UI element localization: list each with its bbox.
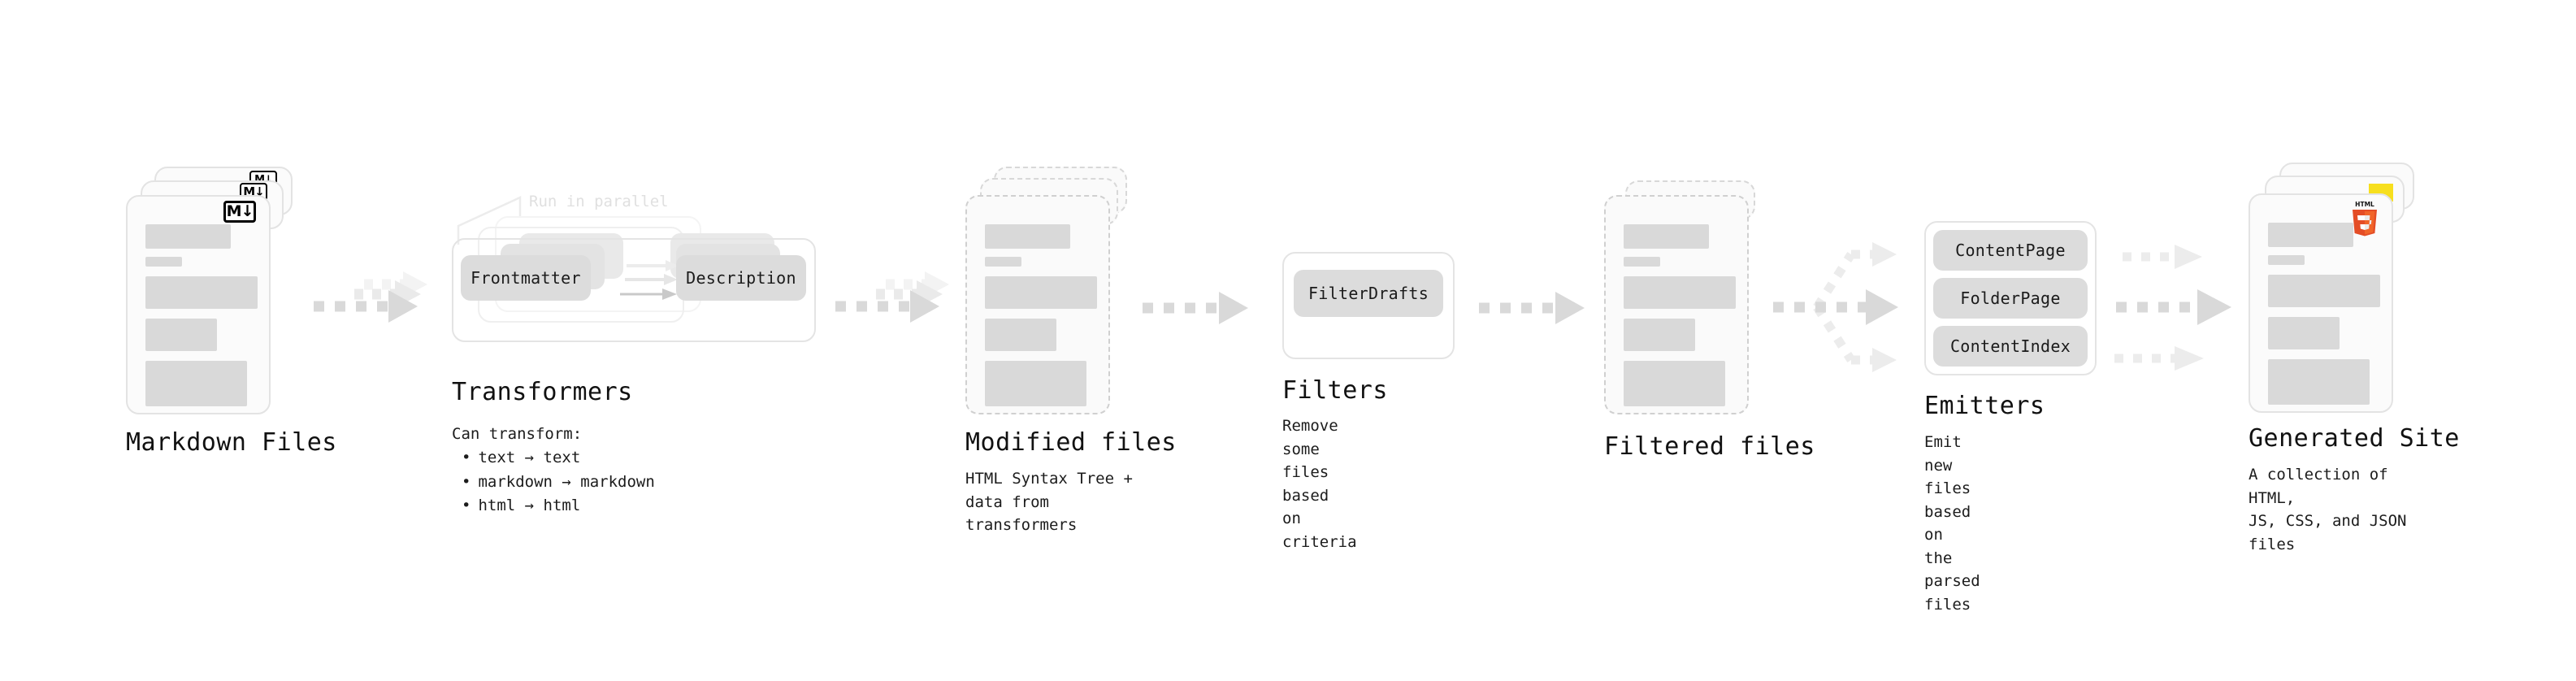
skeleton-row	[145, 257, 182, 267]
arrow-md-to-transformers	[307, 268, 437, 341]
svg-text:HTML: HTML	[2355, 201, 2374, 208]
transformers-bullet-2: markdown → markdown	[462, 471, 654, 494]
stage-filtered-files: Filtered files	[1604, 180, 1815, 461]
transformers-caption: Can transform: text → text markdown → ma…	[452, 423, 655, 518]
markdown-file-stack: M↓ M↓ M↓	[126, 167, 297, 419]
run-in-parallel-bracket	[457, 196, 522, 245]
emitter-pill-folderpage[interactable]: FolderPage	[1933, 278, 2088, 319]
skeleton-row	[985, 276, 1097, 309]
transformer-pill-frontmatter[interactable]: Frontmatter	[461, 255, 591, 301]
modified-files-caption: HTML Syntax Tree + data from transformer…	[965, 470, 1133, 534]
transformer-pill-description[interactable]: Description	[676, 255, 806, 301]
modified-skeleton-rows	[985, 224, 1097, 413]
stage-generated-site: CSS	[2249, 163, 2459, 553]
skeleton-row	[145, 276, 258, 309]
arrow-filters-to-filtered	[1474, 286, 1604, 331]
emitter-pill-contentindex[interactable]: ContentIndex	[1933, 326, 2088, 367]
markdown-skeleton-rows	[145, 224, 258, 413]
generated-site-stack: CSS	[2249, 163, 2427, 414]
skeleton-row	[145, 224, 231, 249]
site-sheet-front	[2249, 193, 2393, 413]
skeleton-row	[1624, 224, 1709, 249]
skeleton-row	[2268, 317, 2340, 349]
stage-title-transformers: Transformers	[452, 378, 633, 406]
skeleton-row	[145, 319, 217, 351]
stage-title-emitters: Emitters	[1924, 392, 2045, 420]
generated-site-caption: A collection of HTML, JS, CSS, and JSON …	[2249, 466, 2407, 553]
skeleton-row	[2268, 223, 2353, 247]
emitters-caption: Emit new files based on the parsed files	[1924, 433, 1980, 614]
skeleton-row	[1624, 257, 1660, 267]
arrow-filtered-to-emitters	[1770, 226, 1924, 388]
stage-title-filtered-files: Filtered files	[1604, 432, 1815, 461]
skeleton-row	[985, 319, 1056, 351]
transformers-box	[452, 238, 816, 342]
modified-sheet-front	[965, 195, 1110, 414]
filtered-skeleton-rows	[1624, 224, 1736, 413]
skeleton-row	[2268, 359, 2370, 405]
run-in-parallel-label: Run in parallel	[529, 193, 669, 210]
skeleton-row	[145, 361, 247, 406]
stage-title-generated-site: Generated Site	[2249, 424, 2460, 453]
site-skeleton-rows	[2268, 223, 2380, 411]
stage-title-markdown-files: Markdown Files	[126, 428, 337, 457]
stage-title-filters: Filters	[1282, 376, 1388, 405]
transformers-bullet-list: text → text markdown → markdown html → h…	[452, 446, 655, 518]
skeleton-row	[2268, 275, 2380, 307]
filtered-file-stack	[1604, 180, 1775, 424]
filters-caption: Remove some files based on criteria	[1282, 417, 1357, 551]
filter-pill-filterdrafts[interactable]: FilterDrafts	[1294, 270, 1443, 317]
stage-markdown-files: M↓ M↓ M↓ Markdown Files	[126, 167, 336, 457]
skeleton-row	[985, 257, 1021, 267]
arrow-transformers-to-modified	[829, 268, 959, 341]
skeleton-row	[985, 361, 1086, 406]
skeleton-row	[1624, 361, 1725, 406]
skeleton-row	[2268, 255, 2305, 265]
emitter-pill-contentpage[interactable]: ContentPage	[1933, 230, 2088, 271]
arrow-modified-to-filters	[1138, 286, 1268, 331]
modified-file-stack	[965, 167, 1136, 419]
markdown-sheet-front	[126, 195, 271, 414]
arrow-emitters-to-site	[2113, 226, 2259, 388]
filtered-sheet-front	[1604, 195, 1749, 414]
skeleton-row	[985, 224, 1070, 249]
stage-modified-files: Modified files HTML Syntax Tree + data f…	[965, 167, 1176, 534]
markdown-icon: M↓	[223, 201, 256, 223]
skeleton-row	[1624, 319, 1695, 351]
transformers-bullet-3: html → html	[462, 494, 655, 518]
skeleton-row	[1624, 276, 1736, 309]
transformer-inner-arrows	[620, 260, 679, 300]
transformers-bullet-1: text → text	[462, 446, 655, 470]
html5-icon: HTML	[2349, 200, 2380, 236]
transformers-caption-lead: Can transform:	[452, 425, 583, 443]
stage-title-modified-files: Modified files	[965, 428, 1177, 457]
